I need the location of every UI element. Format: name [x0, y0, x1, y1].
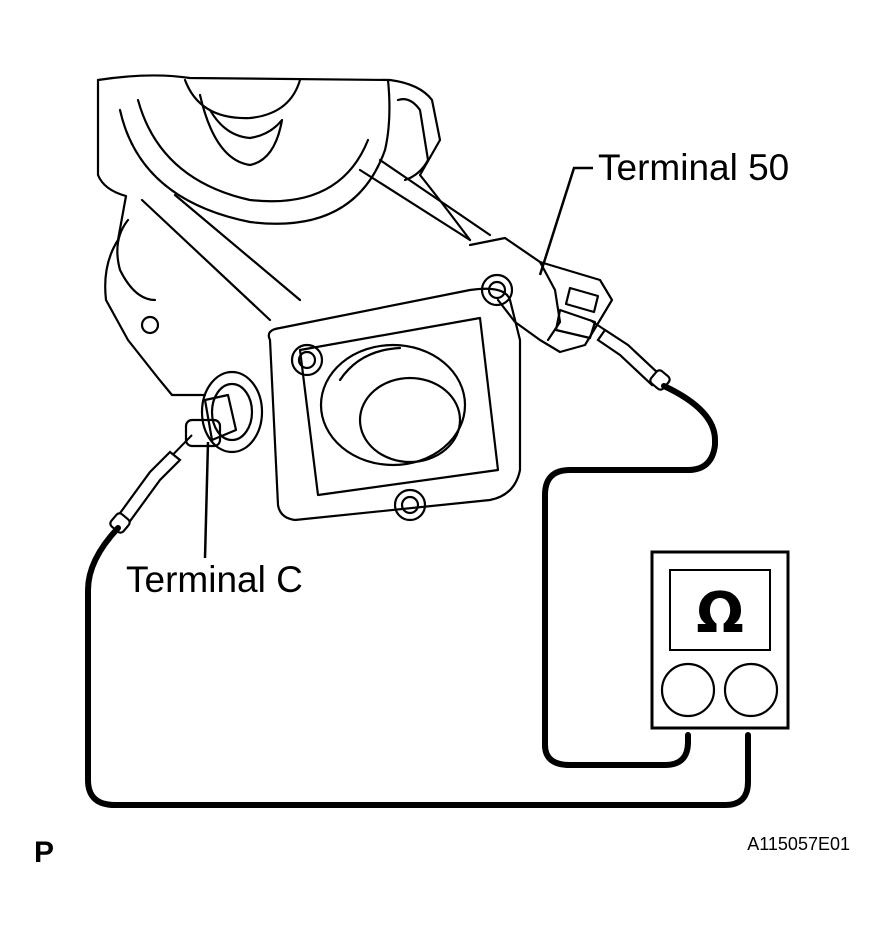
ohmmeter: Ω	[650, 550, 790, 730]
ohmmeter-icon: Ω	[696, 581, 744, 646]
lead-wire-right	[542, 383, 718, 768]
probe-left	[109, 434, 193, 534]
figure-code: A115057E01	[747, 834, 850, 854]
ohmmeter-jack-negative	[660, 662, 716, 718]
starter-motor	[96, 74, 614, 522]
label-terminal-50: Terminal 50	[598, 147, 789, 188]
ohmmeter-display	[669, 569, 771, 651]
leader-terminal-50	[538, 166, 593, 276]
lead-wire-left	[85, 525, 751, 808]
corner-letter: P	[34, 836, 54, 869]
probe-right	[589, 319, 671, 391]
label-terminal-c: Terminal C	[126, 559, 303, 600]
leader-terminal-c	[203, 441, 210, 559]
ohmmeter-jack-positive	[723, 662, 779, 718]
